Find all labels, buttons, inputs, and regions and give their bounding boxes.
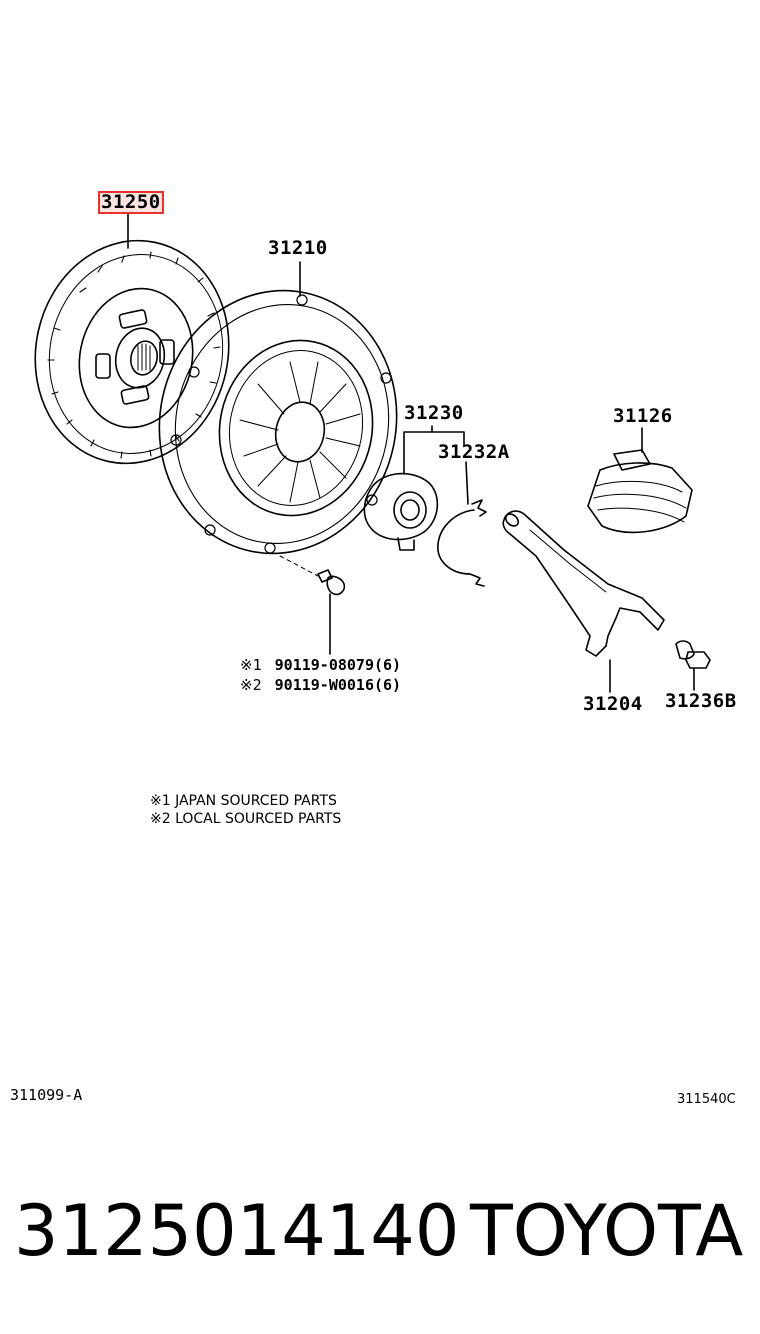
part-label-31250[interactable]: 31250: [98, 191, 164, 214]
part-label-31230[interactable]: 31230: [404, 402, 464, 424]
bolt-row-2: ※2 90119-W0016(6): [240, 676, 401, 694]
part-label-31232a[interactable]: 31232A: [438, 441, 510, 463]
bolt-part-number[interactable]: 90119-W0016(6): [274, 676, 402, 694]
bolt-mark: ※2: [240, 676, 262, 694]
pivot-drawing: [675, 640, 711, 691]
diagram-ref-left: 311099-A: [10, 1086, 83, 1104]
bolt-row-1: ※1 90119-08079(6): [240, 656, 401, 674]
note-japan-sourced: ※1 JAPAN SOURCED PARTS: [150, 793, 337, 809]
clip-drawing: [437, 461, 487, 587]
part-label-31204[interactable]: 31204: [583, 693, 643, 715]
clutch-disc-drawing: [34, 211, 230, 465]
note-local-sourced: ※2 LOCAL SOURCED PARTS: [150, 811, 342, 827]
clutch-diagram: [34, 211, 711, 693]
part-label-31236b[interactable]: 31236B: [665, 690, 737, 712]
boot-drawing: [587, 427, 693, 534]
diagram-ref-right: 311540C: [677, 1092, 736, 1107]
part-label-31210[interactable]: 31210: [268, 237, 328, 259]
part-label-31126[interactable]: 31126: [613, 405, 673, 427]
fork-drawing: [502, 510, 665, 693]
pressure-plate-drawing: [158, 261, 398, 555]
footer-brand: TOYOTA: [470, 1190, 744, 1272]
bolt-mark: ※1: [240, 656, 262, 674]
bolt-drawing: [317, 569, 346, 655]
release-bearing-drawing: [363, 425, 465, 551]
bolt-part-number[interactable]: 90119-08079(6): [274, 656, 402, 674]
footer-part-number: 3125014140: [14, 1190, 460, 1272]
